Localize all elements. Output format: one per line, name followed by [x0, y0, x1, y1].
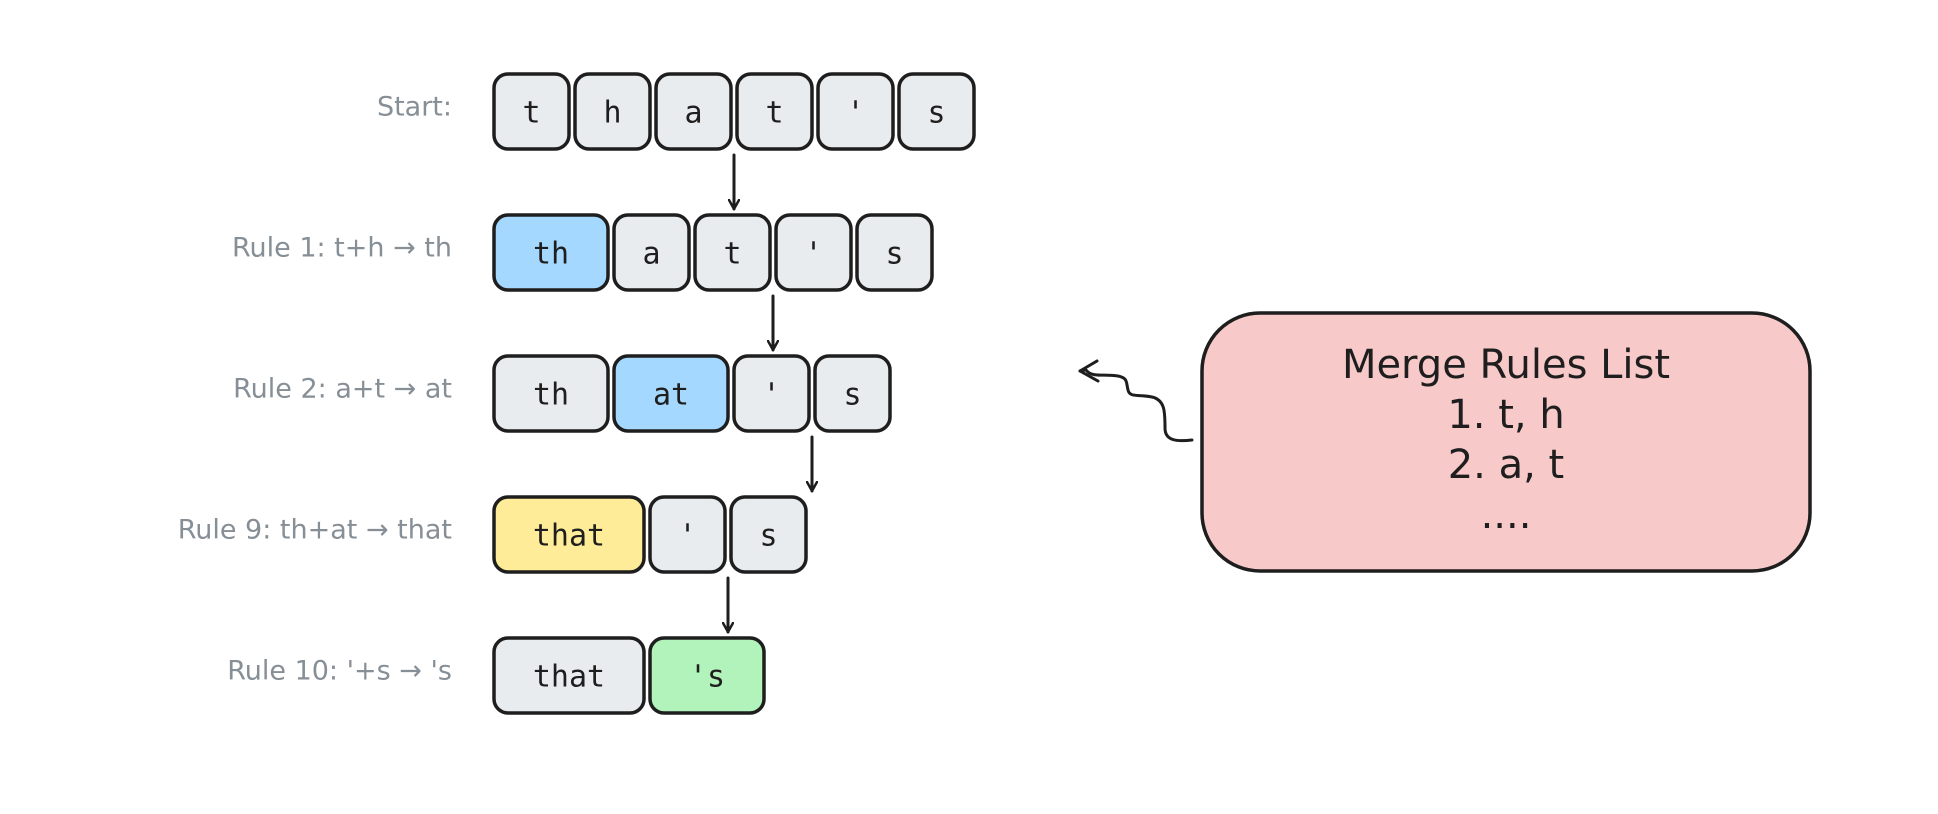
- token-box: [492, 636, 646, 715]
- token-text: ': [846, 96, 864, 131]
- token-text: t: [522, 96, 540, 131]
- token-text: th: [533, 378, 569, 413]
- token-text: a: [642, 237, 660, 272]
- token-box: [855, 213, 934, 292]
- token-text: a: [684, 96, 702, 131]
- token-text: 's: [689, 660, 725, 695]
- row-label: Start:: [377, 92, 452, 123]
- merge-step-row: Rule 1: t+h → th th a t ' s: [232, 213, 934, 292]
- token-box: [732, 354, 811, 433]
- squiggle-arrow-head: [1078, 359, 1100, 383]
- token-text: t: [723, 237, 741, 272]
- token-text: that: [533, 519, 605, 554]
- token-text: s: [759, 519, 777, 554]
- token-text: s: [927, 96, 945, 131]
- token-text: t: [765, 96, 783, 131]
- merge-rules-box-background: [1200, 311, 1812, 573]
- token-text: that: [533, 660, 605, 695]
- token-box: [693, 213, 772, 292]
- token-box: [729, 495, 808, 574]
- merge-step-row: Rule 10: '+s → 's that 's: [227, 636, 766, 715]
- token-box: [648, 495, 727, 574]
- squiggle-arrow: [1078, 367, 1194, 443]
- token-text: ': [804, 237, 822, 272]
- step-arrows: [728, 153, 812, 634]
- row-label: Rule 10: '+s → 's: [227, 656, 452, 687]
- token-text: ': [762, 378, 780, 413]
- token-text: s: [885, 237, 903, 272]
- token-box: [648, 636, 766, 715]
- token-text: th: [533, 237, 569, 272]
- token-text: h: [603, 96, 621, 131]
- merge-rules-title: Merge Rules List: [1342, 342, 1670, 388]
- token-box: [573, 72, 652, 151]
- token-text: ': [678, 519, 696, 554]
- merge-step-row: Rule 9: th+at → that that ' s: [178, 495, 808, 574]
- token-box: [774, 213, 853, 292]
- token-box: [813, 354, 892, 433]
- token-text: s: [843, 378, 861, 413]
- row-label: Rule 9: th+at → that: [178, 515, 452, 546]
- token-box: [492, 354, 610, 433]
- token-box: [492, 495, 646, 574]
- token-box: [654, 72, 733, 151]
- row-label: Rule 2: a+t → at: [233, 374, 452, 405]
- merge-step-row: Start: t h a t ' s: [377, 72, 976, 151]
- merge-rules-ellipsis: ....: [1481, 492, 1532, 538]
- token-box: [612, 213, 691, 292]
- merge-step-row: Rule 2: a+t → at th at ' s: [233, 354, 892, 433]
- token-box: [816, 72, 895, 151]
- token-box: [735, 72, 814, 151]
- merge-rule-2: 2. a, t: [1448, 442, 1565, 488]
- row-label: Rule 1: t+h → th: [232, 233, 452, 264]
- token-box: [492, 213, 610, 292]
- token-box: [492, 72, 571, 151]
- token-box: [897, 72, 976, 151]
- token-text: at: [653, 378, 689, 413]
- token-box: [612, 354, 730, 433]
- merge-rule-1: 1. t, h: [1447, 392, 1564, 438]
- merge-rules-box: Merge Rules List 1. t, h 2. a, t ....: [1200, 311, 1812, 573]
